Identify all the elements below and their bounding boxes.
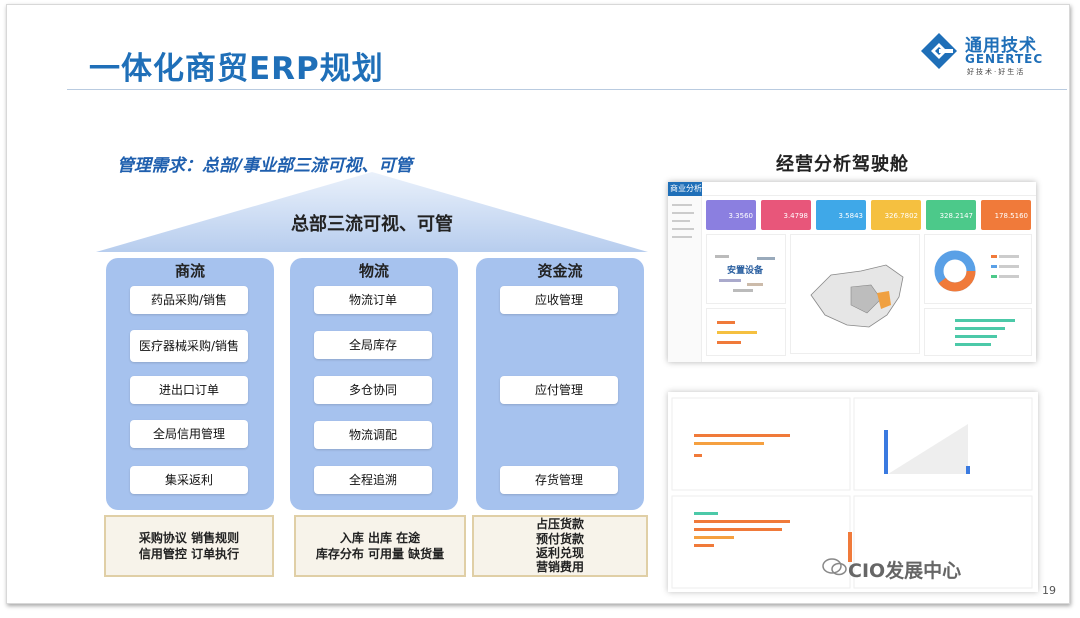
item-device-purchase-sales: 医疗器械采购/销售 [130, 330, 248, 362]
item-pharma-purchase-sales: 药品采购/销售 [130, 286, 248, 314]
china-map-icon [810, 264, 904, 328]
kpi-card: 3.3560 [706, 200, 756, 230]
sidebar-lines [672, 204, 694, 238]
word-cloud-icon [715, 255, 775, 292]
donut-chart-icon [934, 250, 1019, 292]
dashboard-header [668, 182, 1036, 196]
footer-line: 库存分布 可用量 缺货量 [315, 547, 445, 561]
item-import-export-orders: 进出口订单 [130, 376, 248, 404]
dashboard-screenshot-bottom [668, 392, 1038, 592]
dashboard-sidebar [668, 196, 702, 362]
genertec-logo-icon [921, 33, 957, 69]
logo-slogan: 好技术·好生活 [967, 68, 1026, 76]
progress-bars-icon [955, 319, 1015, 346]
dashboard-nav-label: 商业分析 [668, 182, 702, 196]
title-divider [67, 89, 1067, 90]
cockpit-title: 经营分析驾驶舱 [776, 154, 909, 175]
roof-triangle [96, 172, 648, 252]
footer-line: 返利兑现 [535, 546, 584, 560]
item-logistics-orders: 物流订单 [314, 286, 432, 314]
footer-line: 预付货款 [535, 531, 584, 546]
kpi-card: 328.2147 [926, 200, 976, 230]
footer-line: 营销费用 [535, 560, 584, 575]
column-title: 物流 [358, 262, 389, 280]
word-cloud-word: 安置设备 [727, 266, 764, 276]
company-logo: 通用技术 GENERTEC 好技术·好生活 [915, 27, 1055, 79]
footer-line: 采购协议 销售规则 [138, 530, 240, 545]
item-inventory-management: 存货管理 [500, 466, 618, 494]
item-full-traceability: 全程追溯 [314, 466, 432, 494]
item-receivables: 应收管理 [500, 286, 618, 314]
logo-cn-text: 通用技术 [965, 36, 1037, 56]
wechat-icon [822, 558, 847, 576]
column-fund-flow: 资金流 应收管理 应付管理 存货管理 [476, 258, 644, 510]
dashboard-charts [671, 397, 1033, 589]
watermark: CIO发展中心 [848, 560, 962, 582]
china-map-panel [790, 234, 920, 354]
slide-title: 一体化商贸ERP规划 [89, 51, 384, 87]
dashboard-screenshot-top: 商业分析 3.3560 3.4798 3.5843 326.7802 328.2… [668, 182, 1036, 362]
kpi-card: 326.7802 [871, 200, 921, 230]
word-cloud-panel: 安置设备 [706, 234, 786, 304]
footer-commerce: 采购协议 销售规则 信用管控 订单执行 [104, 515, 274, 577]
footer-fund: 占压货款 预付货款 返利兑现 营销费用 [472, 515, 648, 577]
bar-chart-icon [717, 321, 757, 344]
column-commerce-flow: 商流 药品采购/销售 医疗器械采购/销售 进出口订单 全局信用管理 集采返利 [106, 258, 274, 510]
item-global-inventory: 全局库存 [314, 331, 432, 359]
footer-logistics: 入库 出库 在途 库存分布 可用量 缺货量 [294, 515, 466, 577]
management-requirement: 管理需求：总部/事业部三流可视、可管 [117, 156, 413, 176]
column-logistics-flow: 物流 物流订单 全局库存 多仓协同 物流调配 全程追溯 [290, 258, 458, 510]
bar-panel [706, 308, 786, 356]
item-payables: 应付管理 [500, 376, 618, 404]
footer-line: 占压货款 [535, 517, 584, 532]
item-logistics-dispatch: 物流调配 [314, 421, 432, 449]
item-multi-warehouse: 多仓协同 [314, 376, 432, 404]
footer-line: 信用管控 订单执行 [138, 547, 240, 561]
roof-label: 总部三流可视、可管 [291, 214, 453, 235]
column-title: 资金流 [537, 262, 583, 280]
logo-en-text: GENERTEC [965, 52, 1044, 66]
kpi-card: 3.4798 [761, 200, 811, 230]
kpi-card: 3.5843 [816, 200, 866, 230]
page-number: 19 [1042, 584, 1056, 597]
item-credit-management: 全局信用管理 [130, 420, 248, 448]
footer-line: 入库 出库 在途 [339, 530, 421, 545]
progress-panel [924, 308, 1032, 356]
item-rebate: 集采返利 [130, 466, 248, 494]
donut-panel [924, 234, 1032, 304]
kpi-card: 178.5160 [981, 200, 1031, 230]
column-title: 商流 [174, 262, 205, 280]
